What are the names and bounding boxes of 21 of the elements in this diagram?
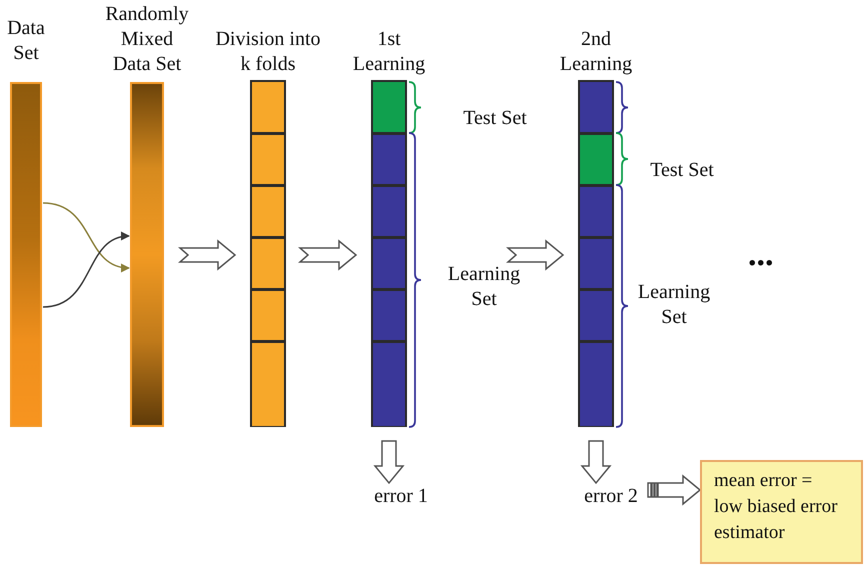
- error-label: error 1: [365, 484, 437, 508]
- block-arrow: [178, 239, 236, 271]
- block-arrow: [298, 239, 358, 271]
- block-arrow: [373, 440, 405, 484]
- brace-label: Learning Set: [636, 280, 712, 330]
- column-heading: Data Set: [6, 16, 46, 66]
- result-box: mean error = low biased error estimator: [700, 460, 863, 564]
- brace-label: Test Set: [649, 158, 715, 183]
- column-heading: 2nd Learning: [558, 27, 634, 77]
- column-heading: Division into k folds: [214, 27, 322, 77]
- column-heading: Randomly Mixed Data Set: [104, 2, 190, 77]
- curved-arrow: [42, 202, 130, 272]
- brace-label: Learning Set: [446, 262, 522, 312]
- curved-arrow: [42, 232, 130, 308]
- block-arrow: [506, 239, 564, 271]
- column-heading: 1st Learning: [352, 27, 426, 77]
- brace-label: Test Set: [462, 106, 528, 131]
- ellipsis-text: ...: [748, 240, 774, 270]
- block-arrow: [647, 474, 702, 506]
- error-label: error 2: [575, 484, 647, 508]
- block-arrow: [580, 440, 612, 484]
